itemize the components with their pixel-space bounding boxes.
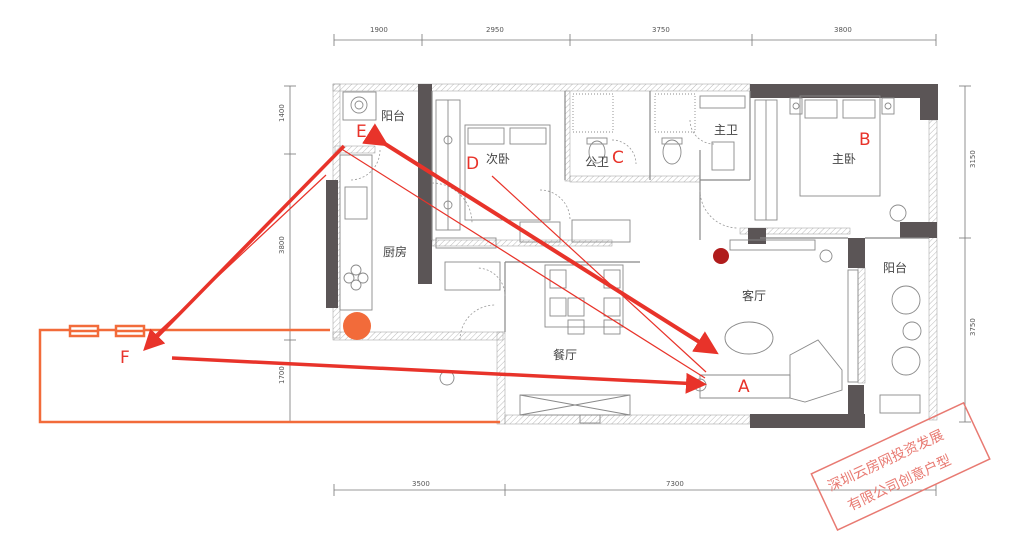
room-label-dining-room: 餐厅 bbox=[553, 347, 577, 362]
line-e-a-thin bbox=[339, 147, 706, 379]
line-e-f-thin bbox=[149, 174, 327, 341]
dark-red-marker-dot bbox=[713, 248, 729, 264]
orange-marker-dot bbox=[343, 312, 371, 340]
interior-walls bbox=[431, 91, 929, 332]
room-label-living-room: 客厅 bbox=[742, 288, 766, 303]
room-label-public-bath: 公卫 bbox=[585, 155, 609, 169]
dim-right-1: 3150 bbox=[969, 150, 977, 168]
dim-left-2: 3800 bbox=[278, 236, 286, 254]
marker-f: F bbox=[120, 348, 130, 368]
dim-top-3: 3750 bbox=[652, 26, 670, 34]
dim-top-4: 3800 bbox=[834, 26, 852, 34]
door-swings bbox=[349, 119, 739, 341]
arrow-e-a bbox=[362, 123, 719, 355]
room-label-kitchen: 厨房 bbox=[383, 244, 407, 259]
arrow-e-f bbox=[143, 144, 346, 351]
marker-a: A bbox=[738, 377, 750, 397]
marker-d: D bbox=[466, 154, 479, 174]
room-label-master-bedroom: 主卧 bbox=[832, 152, 856, 166]
marker-e: E bbox=[356, 122, 367, 142]
dim-right-2: 3750 bbox=[969, 318, 977, 336]
dim-bottom-1: 3500 bbox=[412, 480, 430, 488]
room-label-master-bath: 主卫 bbox=[714, 123, 738, 137]
dim-left-1: 1400 bbox=[278, 104, 286, 122]
orange-outline bbox=[38, 324, 500, 424]
structural-walls bbox=[326, 84, 938, 428]
room-label-balcony-right: 阳台 bbox=[883, 260, 907, 275]
dim-top-1: 1900 bbox=[370, 26, 388, 34]
dimension-lines bbox=[284, 34, 971, 496]
line-d-a-thin bbox=[491, 175, 707, 373]
room-label-balcony-top: 阳台 bbox=[381, 108, 405, 123]
dim-top-2: 2950 bbox=[486, 26, 504, 34]
red-arrows bbox=[143, 123, 719, 394]
marker-b: B bbox=[859, 130, 871, 150]
dim-bottom-2: 7300 bbox=[666, 480, 684, 488]
dim-left-3: 1700 bbox=[278, 366, 286, 384]
marker-c: C bbox=[612, 148, 624, 168]
arrow-f-a bbox=[171, 356, 707, 394]
room-label-second-bedroom: 次卧 bbox=[486, 152, 510, 166]
